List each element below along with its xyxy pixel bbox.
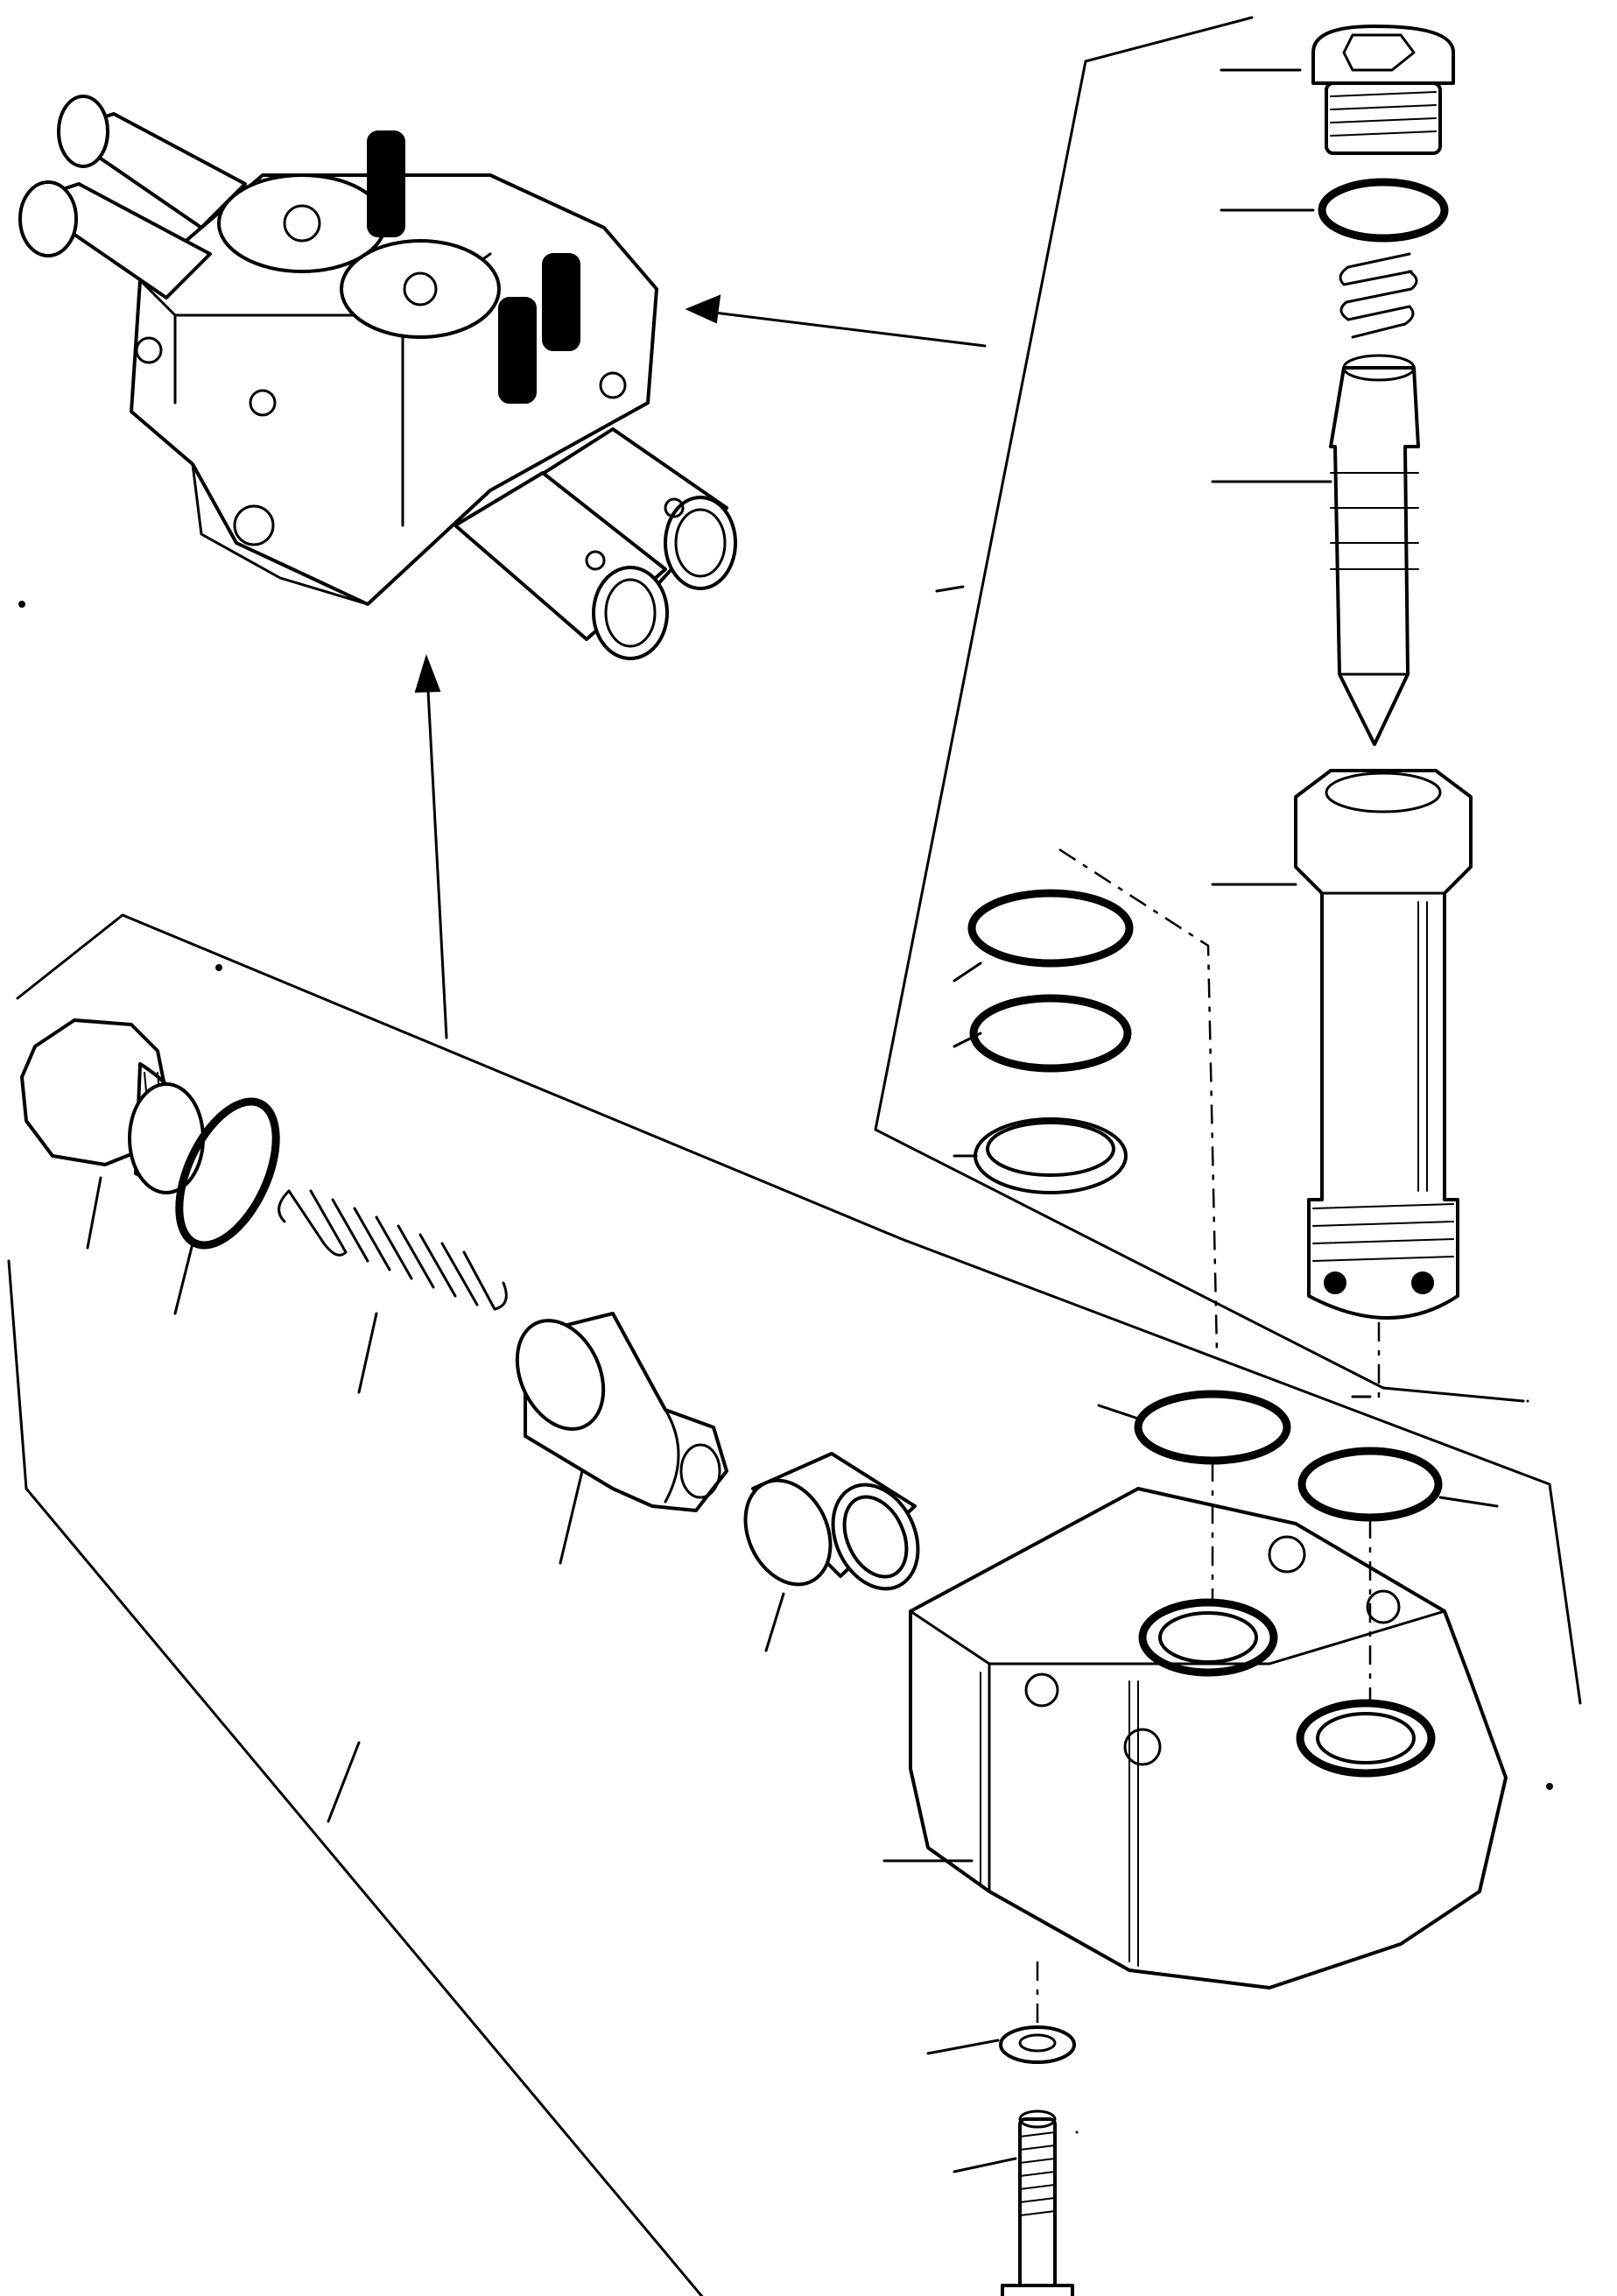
assembly-arrows: [414, 294, 987, 1039]
relief-valve-group-outline: [874, 16, 1525, 1403]
relief-poppet: [1329, 354, 1420, 746]
check-valve-group-outline: [7, 913, 1582, 2296]
drawing-marks: [18, 601, 1553, 1790]
check-valve-plug: [20, 1018, 205, 1194]
valve-assembly-illustration: [18, 95, 737, 660]
section-cap-screw: [1001, 1961, 1074, 2296]
valve-seat-body: [1294, 769, 1473, 1320]
section-washer: [999, 2025, 1076, 2064]
relief-spring: [1339, 252, 1418, 339]
relief-valve-cap: [1311, 25, 1455, 155]
check-valve-spring: [278, 1189, 508, 1311]
check-poppet: [515, 1312, 728, 1512]
check-valve-o-ring: [175, 1097, 280, 1250]
cap-o-ring: [1318, 178, 1449, 243]
seat-rings: [967, 848, 1219, 1354]
valve-section-body: [909, 1487, 1508, 1990]
check-valve-sleeve: [743, 1452, 920, 1591]
section-o-rings: [1134, 1322, 1443, 1703]
callout-leader-lines: [86, 68, 1529, 2173]
